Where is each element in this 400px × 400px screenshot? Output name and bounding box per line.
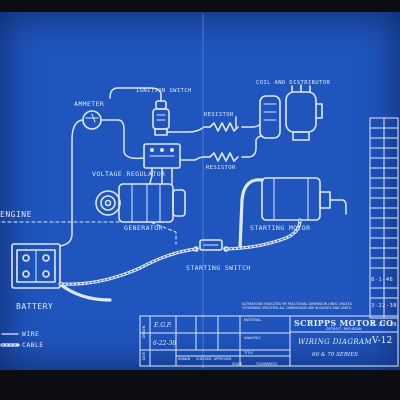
coil-distributor-label: COIL AND DISTRIBUTOR (256, 80, 331, 86)
tb-drawn-by-value: E.G.P. (154, 322, 172, 329)
voltage-regulator-symbol (143, 143, 181, 177)
cable-braid-marks (59, 219, 301, 285)
resistor-top-symbol (203, 122, 253, 132)
margin-date-3: 6-22-38 (371, 322, 397, 328)
starting-switch-symbol (193, 239, 229, 252)
blueprint-sheet (0, 12, 400, 370)
tb-tolerances-field: TOLERANCES (256, 362, 278, 366)
ammeter-label: AMMETER (74, 100, 105, 108)
voltage-regulator-label: VOLTAGE REGULATOR (92, 170, 166, 178)
tb-series: 60 & 70 SERIES (312, 352, 359, 358)
legend-wire-label: WIRE (22, 330, 40, 338)
drawing-note: ALTERATIONS INDICATED BY FRACTIONAL DIME… (242, 302, 352, 310)
legend-cable-label: CABLE (22, 341, 44, 349)
starting-switch-label: STARTING SWITCH (186, 264, 251, 272)
battery-label: BATTERY (16, 302, 54, 311)
ignition-switch-symbol (152, 100, 170, 136)
coil-distributor-symbol (259, 84, 323, 141)
tb-analysis-field: ANALYSIS (244, 336, 261, 340)
starting-motor-label: STARTING MOTOR (250, 224, 311, 232)
tb-drawn-field: DRAWN (178, 357, 191, 361)
starting-motor-symbol (261, 177, 331, 221)
ignition-switch-label: IGNITION SWITCH (136, 88, 192, 94)
tb-checked-field: CHECKED (196, 357, 212, 361)
ammeter-symbol (82, 110, 102, 130)
generator-symbol (95, 183, 186, 223)
tb-drawing-title: WIRING DIAGRAM (298, 338, 373, 346)
engine-outline (1, 221, 177, 245)
tb-approved-field: APPROVED (214, 357, 232, 361)
tb-company-name: SCRIPPS MOTOR CO (294, 318, 394, 328)
battery-symbol (11, 243, 61, 289)
tb-drawn-side-field: DRAWN (142, 325, 146, 338)
tb-date-field: DATE (142, 351, 146, 360)
resistor-bottom-label: RESISTOR (206, 165, 236, 171)
tb-scale-field: SCALE (232, 362, 243, 366)
resistor-bottom-symbol (203, 152, 249, 162)
revision-hatch-block (369, 117, 399, 319)
title-block-grid (139, 315, 399, 367)
tb-company-location: DETROIT, MICHIGAN (326, 327, 362, 331)
margin-date-2: 3-22-38 (371, 303, 397, 309)
wiring-wires (59, 87, 347, 247)
resistor-top-label: RESISTOR (204, 112, 234, 118)
tb-material-field: MATERIAL (244, 318, 262, 322)
tb-drawing-number: V-12 (372, 336, 393, 346)
margin-date-1: 8-1-46 (371, 277, 394, 283)
tb-title-field: TITLE (244, 351, 254, 355)
generator-label: GENERATOR (124, 224, 163, 232)
tb-date-value: 6-22-38 (153, 340, 177, 347)
engine-label: ENGINE (0, 210, 32, 219)
